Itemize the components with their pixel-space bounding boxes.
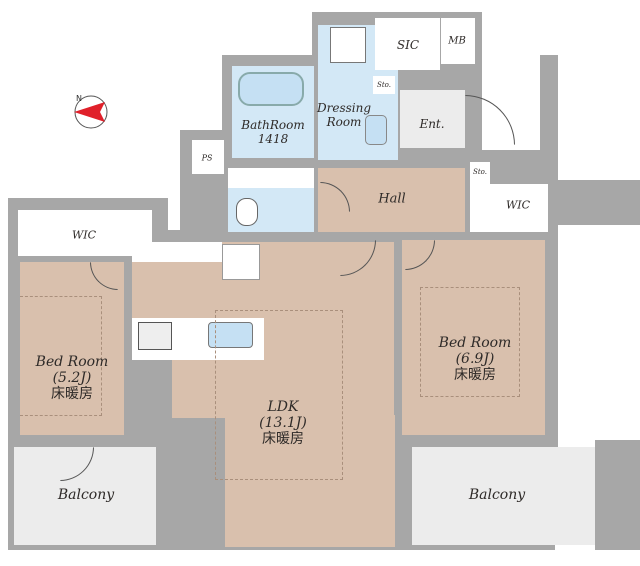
label-bed-room-left: Bed Room(5.2J)床暖房 [36, 354, 109, 402]
floor-heating-area-right [420, 287, 520, 397]
door-entrance [465, 95, 515, 145]
room-ldk-lower [225, 415, 395, 547]
label-dressing-1: Dressing [316, 101, 372, 116]
toilet-shelf [228, 168, 314, 190]
floor-heating-area-left [20, 296, 102, 416]
label-ldk: LDK(13.1J)床暖房 [259, 399, 307, 447]
label-bathroom-name: BathRoom [241, 118, 305, 133]
room-sto-1 [373, 76, 395, 94]
label-balcony-left: Balcony [57, 486, 115, 503]
washbasin-icon [365, 115, 387, 145]
label-bed-room-right: Bed Room(6.9J)床暖房 [439, 335, 512, 383]
bed-right-name: Bed Room [438, 334, 512, 351]
svg-text:N: N [76, 94, 82, 103]
bed-left-size: (5.2J) [52, 369, 92, 386]
label-sto-2: Sto. [473, 167, 487, 176]
room-ps [192, 140, 224, 174]
room-ent [400, 90, 465, 148]
ldk-feature: 床暖房 [262, 431, 304, 448]
room-bed-right [402, 240, 545, 435]
label-wic-left: WIC [71, 228, 97, 242]
wall-right-ext [548, 180, 640, 225]
label-ps: PS [201, 153, 213, 163]
bed-left-name: Bed Room [35, 353, 109, 370]
pantry-box [222, 244, 260, 280]
room-sic [375, 18, 440, 70]
label-sic: SIC [396, 38, 420, 53]
stove-icon [138, 322, 172, 350]
room-bed-left [20, 262, 124, 435]
wall-bottom-right [595, 440, 640, 550]
compass-north-icon: N [74, 94, 108, 129]
room-balcony-right [412, 447, 595, 545]
label-wic-right: WIC [505, 198, 531, 212]
room-mb [441, 18, 475, 64]
label-mb: MB [448, 35, 466, 47]
room-sto-2 [470, 162, 490, 184]
bed-left-feature: 床暖房 [50, 386, 93, 403]
label-dressing-2: Room [326, 115, 362, 129]
floor-heating-area-ldk [215, 310, 343, 480]
bed-right-feature: 床暖房 [453, 367, 496, 384]
label-balcony-right: Balcony [468, 486, 526, 503]
label-sto-1: Sto. [377, 80, 391, 89]
label-bathroom-size: 1418 [257, 132, 289, 146]
bathtub-icon [238, 72, 304, 106]
label-hall: Hall [378, 191, 406, 207]
toilet-icon [236, 198, 258, 226]
room-balcony-left [14, 447, 156, 545]
label-ent: Ent. [419, 117, 445, 132]
room-wic-left [18, 210, 152, 256]
kitchen-shelf [132, 242, 222, 262]
washer-space-icon [330, 27, 366, 63]
ldk-size: (13.1J) [259, 414, 307, 431]
ldk-name: LDK [267, 398, 299, 415]
bed-right-size: (6.9J) [455, 350, 495, 367]
room-wic-right [470, 184, 548, 232]
